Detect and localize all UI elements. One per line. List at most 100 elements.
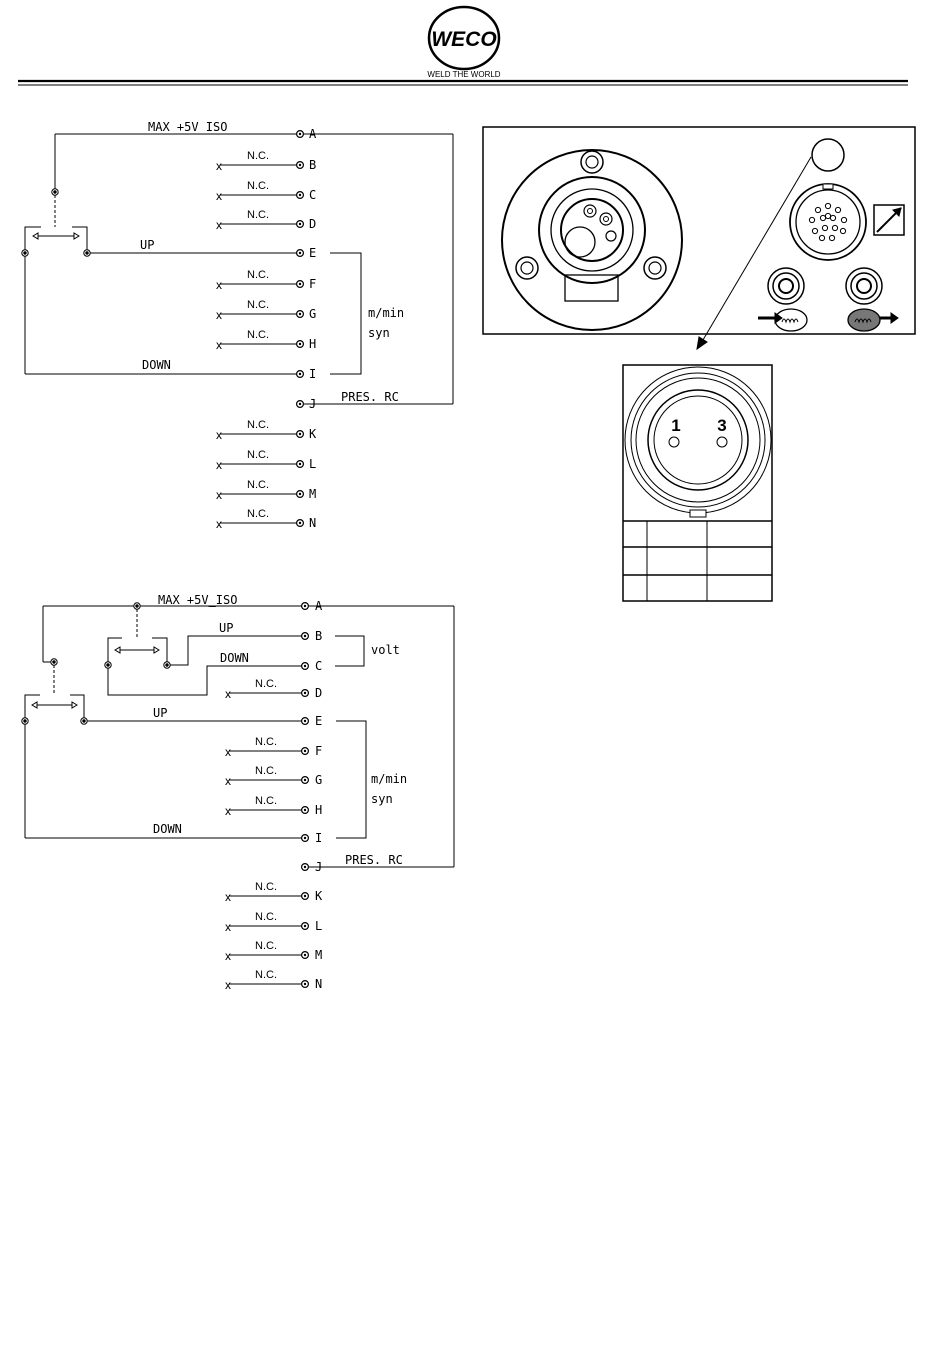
socket-pin-hole bbox=[825, 213, 830, 218]
nc-label: N.C. bbox=[247, 419, 269, 431]
max-5v-label: MAX +5V_ISO bbox=[158, 593, 237, 607]
pin-letter: A bbox=[309, 127, 317, 141]
pin-letter: E bbox=[309, 246, 316, 260]
nc-x-marker: x bbox=[225, 804, 231, 818]
pin-1-hole bbox=[669, 437, 679, 447]
socket-pin-hole bbox=[832, 225, 837, 230]
remote-socket-pins bbox=[809, 203, 846, 240]
nc-x-marker: x bbox=[216, 159, 222, 173]
diagram-1-nc-labels: N.C.xN.C.xN.C.xN.C.xN.C.xN.C.xN.C.xN.C.x… bbox=[216, 150, 269, 531]
logo-text: WECO bbox=[431, 28, 496, 51]
nc-x-marker: x bbox=[225, 890, 231, 904]
pin-letter: F bbox=[315, 744, 322, 758]
up-down-switch bbox=[25, 665, 84, 720]
machine-front-panel bbox=[483, 127, 915, 349]
torch-socket bbox=[502, 150, 682, 330]
nc-label: N.C. bbox=[255, 678, 277, 690]
nc-x-marker: x bbox=[225, 949, 231, 963]
nc-label: N.C. bbox=[255, 881, 277, 893]
volt-up-label: UP bbox=[219, 621, 233, 635]
pin-letter: J bbox=[309, 397, 316, 411]
nc-label: N.C. bbox=[247, 449, 269, 461]
nc-label: N.C. bbox=[247, 269, 269, 281]
up-label: UP bbox=[140, 238, 154, 252]
weco-logo: WECO bbox=[429, 7, 499, 69]
diagram-2-nc-labels: N.C.xN.C.xN.C.xN.C.xN.C.xN.C.xN.C.xN.C.x bbox=[225, 678, 277, 992]
pin-letter: K bbox=[309, 427, 317, 441]
socket-pin-hole bbox=[835, 207, 840, 212]
socket-pin-hole bbox=[809, 217, 814, 222]
pin-letter: I bbox=[309, 367, 316, 381]
pin-letter: G bbox=[309, 307, 316, 321]
pres-rc-label: PRES. RC bbox=[341, 390, 399, 404]
nc-label: N.C. bbox=[255, 940, 277, 952]
socket-pin-hole bbox=[830, 215, 835, 220]
nc-x-marker: x bbox=[216, 428, 222, 442]
socket-pin-hole bbox=[819, 235, 824, 240]
nc-x-marker: x bbox=[216, 278, 222, 292]
logo-tagline: WELD THE WORLD bbox=[427, 70, 500, 79]
m-min-label: m/min bbox=[368, 306, 404, 320]
pin-letter: M bbox=[315, 948, 322, 962]
nc-x-marker: x bbox=[216, 218, 222, 232]
pin-3-label: 3 bbox=[717, 416, 726, 435]
water-inlet-connector bbox=[768, 268, 804, 304]
socket-pin-hole bbox=[812, 228, 817, 233]
pres-rc-label: PRES. RC bbox=[345, 853, 403, 867]
pin-letter: J bbox=[315, 860, 322, 874]
pin-letter: H bbox=[309, 337, 316, 351]
two-pin-connector-detail bbox=[623, 365, 772, 601]
nc-x-marker: x bbox=[225, 920, 231, 934]
nc-label: N.C. bbox=[247, 299, 269, 311]
pin-letter: F bbox=[309, 277, 316, 291]
connector-pin-labels: 1 3 bbox=[671, 416, 726, 435]
nc-label: N.C. bbox=[247, 150, 269, 162]
nc-label: N.C. bbox=[247, 329, 269, 341]
volt-switch bbox=[108, 609, 167, 664]
pin-letter: G bbox=[315, 773, 322, 787]
socket-pin-hole bbox=[815, 207, 820, 212]
water-outlet-connector bbox=[846, 268, 882, 304]
pin-letter: A bbox=[315, 599, 323, 613]
syn-label: syn bbox=[368, 326, 390, 340]
m-min-label: m/min bbox=[371, 772, 407, 786]
nc-x-marker: x bbox=[216, 488, 222, 502]
remote-control-socket bbox=[790, 184, 866, 260]
remote-control-icon bbox=[874, 205, 904, 235]
nc-x-marker: x bbox=[216, 517, 222, 531]
diagram-2-labels: MAX +5V_ISO UP DOWN volt UP DOWN PRES. R… bbox=[153, 593, 407, 867]
nc-label: N.C. bbox=[247, 479, 269, 491]
pin-letter: M bbox=[309, 487, 316, 501]
nc-label: N.C. bbox=[255, 911, 277, 923]
nc-x-marker: x bbox=[225, 774, 231, 788]
up-down-switch bbox=[25, 195, 87, 253]
pin-letter: D bbox=[315, 686, 322, 700]
pin-letter: B bbox=[309, 158, 316, 172]
down-label: DOWN bbox=[142, 358, 171, 372]
pin-letter: E bbox=[315, 714, 322, 728]
pin-letter: B bbox=[315, 629, 322, 643]
nc-x-marker: x bbox=[225, 745, 231, 759]
pin-letter: N bbox=[315, 977, 322, 991]
water-inlet-icon bbox=[758, 309, 807, 331]
socket-pin-hole bbox=[829, 235, 834, 240]
pin-letter: L bbox=[309, 457, 316, 471]
nc-label: N.C. bbox=[255, 736, 277, 748]
water-outlet-icon bbox=[848, 309, 898, 331]
nc-x-marker: x bbox=[216, 458, 222, 472]
nc-label: N.C. bbox=[247, 508, 269, 520]
pin-1-label: 1 bbox=[671, 416, 680, 435]
pin-letter: C bbox=[315, 659, 322, 673]
down-label: DOWN bbox=[153, 822, 182, 836]
nc-x-marker: x bbox=[216, 189, 222, 203]
pin-letter: K bbox=[315, 889, 323, 903]
pin-letter: D bbox=[309, 217, 316, 231]
pin-letter: H bbox=[315, 803, 322, 817]
socket-pin-hole bbox=[820, 215, 825, 220]
pointer-arrowhead bbox=[697, 337, 707, 349]
socket-pin-hole bbox=[840, 228, 845, 233]
max-5v-label: MAX +5V_ISO bbox=[148, 120, 227, 134]
nc-x-marker: x bbox=[225, 978, 231, 992]
